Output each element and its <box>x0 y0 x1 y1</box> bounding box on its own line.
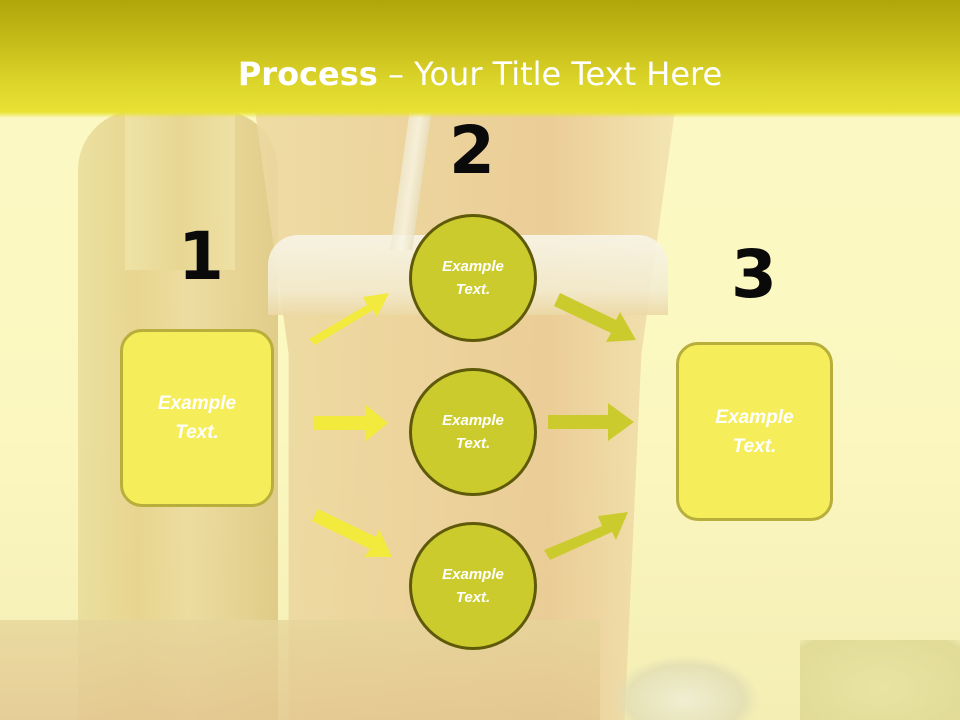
ice-cube-image-2 <box>610 655 760 720</box>
title-bar <box>0 0 960 118</box>
step-1-text-line-1: Example <box>157 393 237 414</box>
step-2-circle-3[interactable]: Example Text. <box>409 522 537 650</box>
circle-2-text-line-2: Text. <box>455 435 491 452</box>
arrow-down-right-icon <box>312 509 392 557</box>
step-3-text-line-1: Example <box>715 406 794 428</box>
beer-bottle-neck-image <box>125 110 235 270</box>
step-3-text-line-2: Text. <box>732 435 777 457</box>
circle-1-text-line-1: Example <box>442 258 504 275</box>
step-2-circle-2[interactable]: Example Text. <box>409 368 537 496</box>
step-1-text-line-2: Text. <box>175 422 219 443</box>
circle-3-text-line-2: Text. <box>455 589 491 606</box>
arrow-up-right-icon <box>544 512 628 560</box>
circle-2-text: Example Text. <box>423 409 523 455</box>
slide-title-bold: Process <box>237 55 378 93</box>
slide-title-rest: – Your Title Text Here <box>377 55 723 93</box>
slide-title[interactable]: Process – Your Title Text Here <box>0 52 960 96</box>
ice-cube-image <box>800 640 960 720</box>
step-number-1: 1 <box>178 218 224 295</box>
circle-2-text-line-1: Example <box>442 412 504 429</box>
circle-3-text: Example Text. <box>423 563 523 609</box>
arrow-up-right-icon <box>309 293 389 345</box>
circle-1-text-line-2: Text. <box>455 281 491 298</box>
step-number-3: 3 <box>731 236 777 313</box>
step-1-text: Example Text. <box>137 389 257 447</box>
circle-3-text-line-1: Example <box>442 566 504 583</box>
step-number-2: 2 <box>449 112 495 189</box>
step-2-circle-1[interactable]: Example Text. <box>409 214 537 342</box>
step-1-box[interactable]: Example Text. <box>120 329 274 507</box>
step-3-box[interactable]: Example Text. <box>676 342 833 521</box>
circle-1-text: Example Text. <box>423 255 523 301</box>
arrow-down-right-icon <box>554 293 636 342</box>
step-3-text: Example Text. <box>695 403 815 461</box>
arrow-right-icon <box>314 405 388 441</box>
arrow-right-icon <box>548 403 634 441</box>
